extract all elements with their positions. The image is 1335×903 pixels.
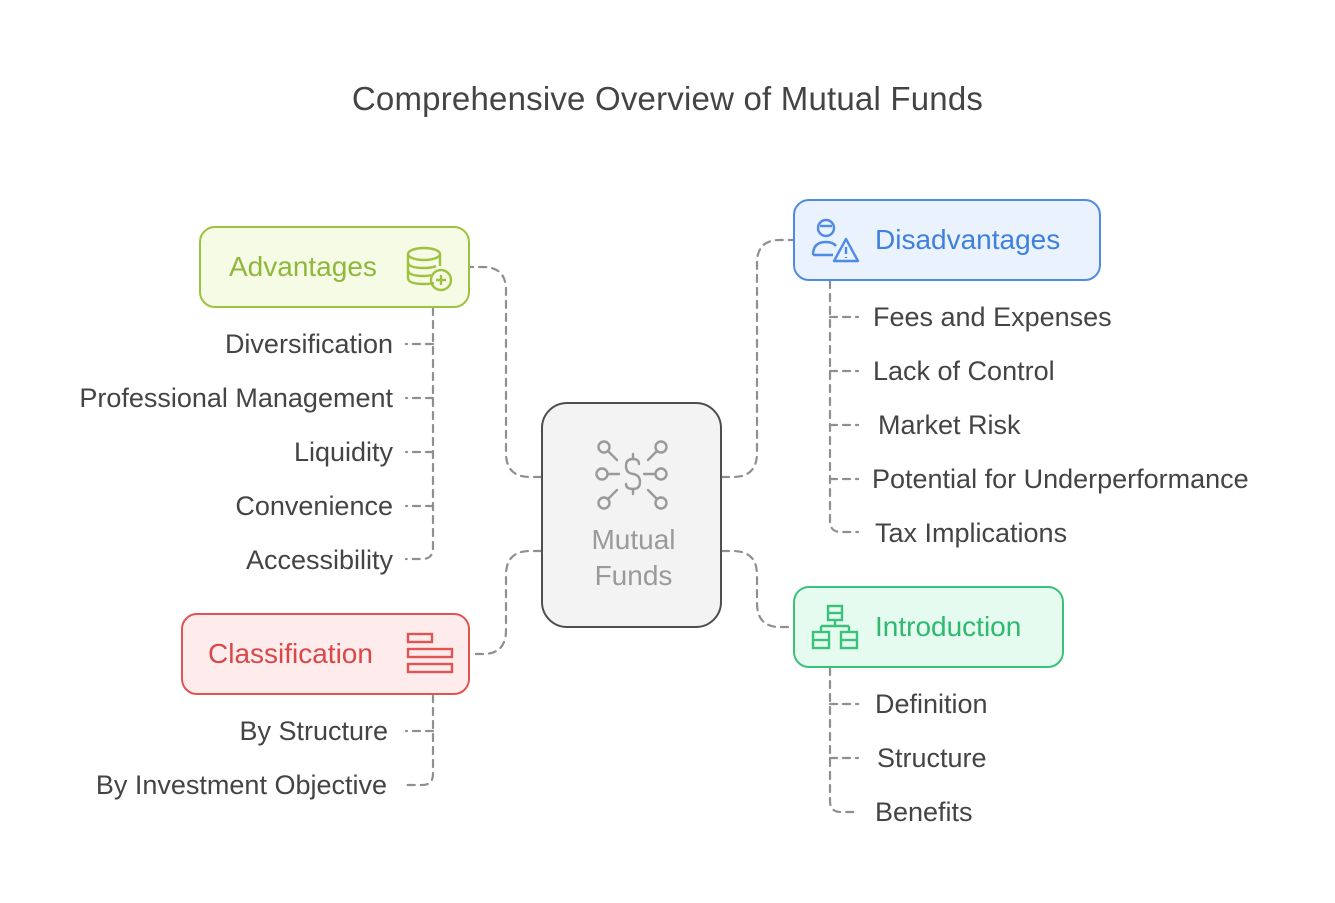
connector-classification-trunk	[404, 693, 435, 787]
introduction-item: Definition	[875, 689, 988, 719]
disadvantages-label: Disadvantages	[875, 224, 1061, 255]
classification-label: Classification	[208, 638, 373, 669]
connector-center-advantages	[468, 265, 543, 479]
connector-advantages-trunk	[404, 306, 435, 561]
classification-item: By Investment Objective	[95, 770, 387, 800]
connector-center-disadvantages	[720, 238, 795, 479]
list-bars-icon	[406, 632, 454, 674]
advantages-item: Liquidity	[293, 437, 393, 467]
user-warning-icon	[811, 218, 860, 263]
connector-disadvantages-trunk	[828, 279, 860, 534]
diagram-title: Comprehensive Overview of Mutual Funds	[351, 80, 984, 117]
introduction-node[interactable]: Introduction	[793, 586, 1064, 668]
advantages-item: Professional Management	[79, 383, 393, 413]
connector-center-introduction	[720, 549, 795, 629]
advantages-item: Diversification	[224, 329, 393, 359]
introduction-item: Benefits	[875, 797, 973, 827]
coins-plus-icon	[406, 246, 453, 292]
disadvantages-item: Fees and Expenses	[873, 302, 1112, 332]
disadvantages-item: Potential for Underperformance	[872, 464, 1249, 494]
disadvantages-node[interactable]: Disadvantages	[793, 199, 1101, 281]
disadvantages-item: Lack of Control	[873, 356, 1055, 386]
advantages-node[interactable]: Advantages	[199, 226, 470, 308]
central-node-label: Mutual Funds	[591, 524, 676, 591]
classification-item: By Structure	[239, 716, 388, 746]
central-node[interactable]: Mutual Funds	[541, 402, 722, 628]
connector-center-classification	[468, 549, 543, 656]
classification-node[interactable]: Classification	[181, 613, 470, 695]
advantages-label: Advantages	[229, 251, 377, 282]
introduction-label: Introduction	[875, 611, 1022, 642]
advantages-item: Convenience	[235, 491, 393, 521]
advantages-item: Accessibility	[245, 545, 393, 575]
money-network-icon	[595, 440, 668, 510]
connector-introduction-trunk	[828, 666, 860, 814]
introduction-item: Structure	[877, 743, 987, 773]
disadvantages-item: Tax Implications	[875, 518, 1068, 548]
hierarchy-icon	[811, 604, 859, 650]
disadvantages-item: Market Risk	[878, 410, 1021, 440]
